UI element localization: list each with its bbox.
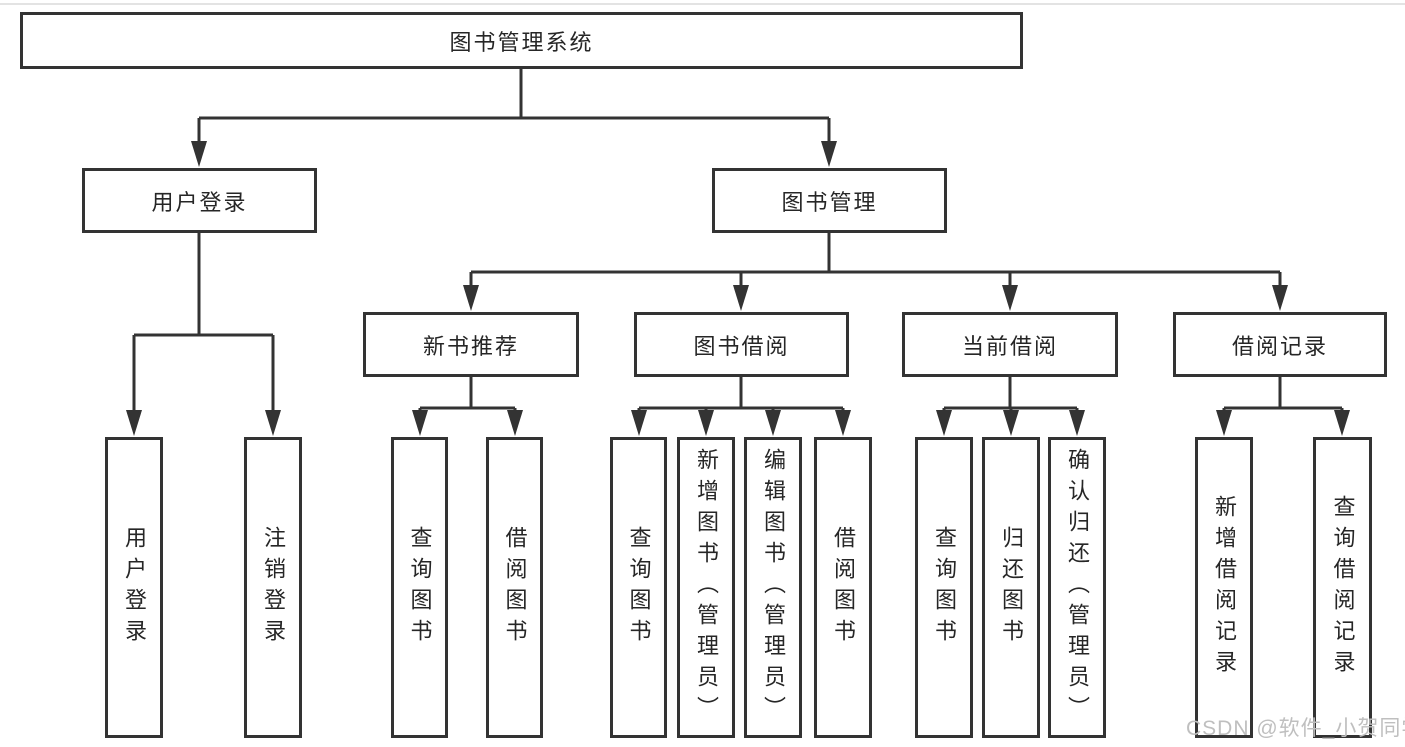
node-book-borrow: 图书借阅 (634, 312, 849, 377)
arrowhead-down-icon (507, 410, 523, 436)
leaf-return-book: 归还图书 (982, 437, 1040, 738)
leaf-query-book-newbook: 查询图书 (391, 437, 448, 738)
arrowhead-down-icon (191, 141, 207, 167)
arrowhead-down-icon (1003, 410, 1019, 436)
node-book-management: 图书管理 (712, 168, 947, 233)
node-current-borrow: 当前借阅 (902, 312, 1118, 377)
arrowhead-down-icon (1216, 410, 1232, 436)
leaf-add-borrow-record: 新增借阅记录 (1195, 437, 1253, 738)
arrowhead-down-icon (821, 141, 837, 167)
arrowhead-down-icon (765, 410, 781, 436)
leaf-query-book-current: 查询图书 (915, 437, 973, 738)
leaf-logout: 注销登录 (244, 437, 302, 738)
arrowhead-down-icon (463, 285, 479, 311)
leaf-user-login: 用户登录 (105, 437, 163, 738)
arrowhead-down-icon (936, 410, 952, 436)
arrowhead-down-icon (412, 410, 428, 436)
arrowhead-down-icon (631, 410, 647, 436)
leaf-query-book-borrow: 查询图书 (610, 437, 667, 738)
leaf-query-borrow-record: 查询借阅记录 (1313, 437, 1372, 738)
arrowhead-down-icon (1272, 285, 1288, 311)
arrowhead-down-icon (1069, 410, 1085, 436)
connector-current-to-leaves (936, 377, 1085, 436)
connector-newbook-to-leaves (412, 377, 523, 436)
leaf-borrow-book-borrow: 借阅图书 (814, 437, 872, 738)
arrowhead-down-icon (1002, 285, 1018, 311)
node-borrow-records: 借阅记录 (1173, 312, 1387, 377)
leaf-borrow-book-newbook: 借阅图书 (486, 437, 543, 738)
node-new-book-recommend: 新书推荐 (363, 312, 579, 377)
csdn-watermark: CSDN @软件_小贺同学 (1186, 717, 1405, 740)
top-border-rule (0, 3, 1405, 5)
arrowhead-down-icon (265, 410, 281, 436)
leaf-confirm-return-admin: 确认归还（管理员） (1048, 437, 1106, 738)
connector-records-to-leaves (1216, 377, 1350, 436)
connector-borrow-to-leaves (631, 377, 851, 436)
node-user-login: 用户登录 (82, 168, 317, 233)
connector-manage-to-level3 (463, 233, 1288, 311)
leaf-add-book-admin: 新增图书（管理员） (677, 437, 735, 738)
arrowhead-down-icon (835, 410, 851, 436)
leaf-edit-book-admin: 编辑图书（管理员） (744, 437, 802, 738)
arrowhead-down-icon (698, 410, 714, 436)
arrowhead-down-icon (733, 285, 749, 311)
connector-login-to-leaves (126, 233, 281, 436)
arrowhead-down-icon (126, 410, 142, 436)
connector-root-to-level2 (191, 69, 837, 167)
node-root-system: 图书管理系统 (20, 12, 1023, 69)
arrowhead-down-icon (1334, 410, 1350, 436)
